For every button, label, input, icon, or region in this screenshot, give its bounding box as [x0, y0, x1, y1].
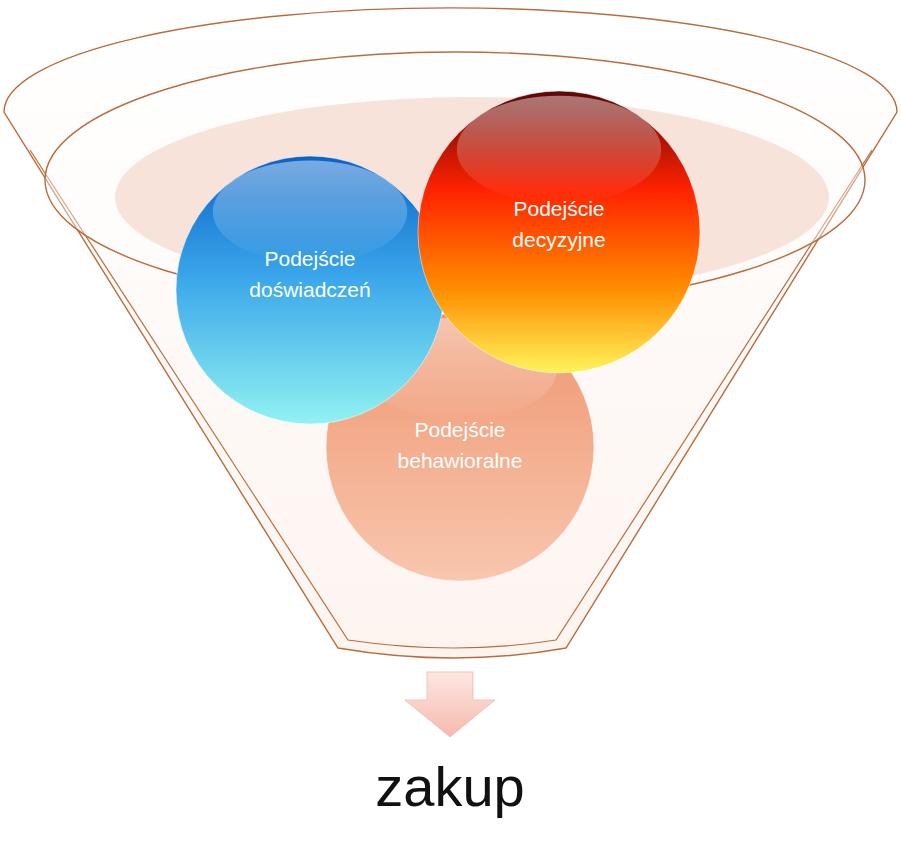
circle-fill	[418, 91, 700, 373]
circle-gloss	[363, 317, 557, 420]
approach-circle: Podejście decyzyjne	[417, 90, 701, 374]
circle-text-group: Podejście behawioralne	[375, 414, 545, 477]
circle-gloss	[457, 96, 661, 204]
circle-fill	[326, 313, 594, 581]
approach-circle: Podejście doświadczeń	[175, 155, 445, 425]
circle-label: Podejście doświadczeń	[225, 243, 395, 306]
down-arrow	[405, 672, 495, 737]
circle-label: Podejście behawioralne	[375, 414, 545, 477]
circle-fill	[176, 156, 444, 424]
circle-text-group: Podejście doświadczeń	[225, 243, 395, 306]
circle-text-group: Podejście decyzyjne	[474, 193, 644, 256]
result-label: zakup	[375, 756, 524, 818]
funnel-outline	[4, 8, 897, 658]
circle-label: Podejście decyzyjne	[474, 193, 644, 256]
